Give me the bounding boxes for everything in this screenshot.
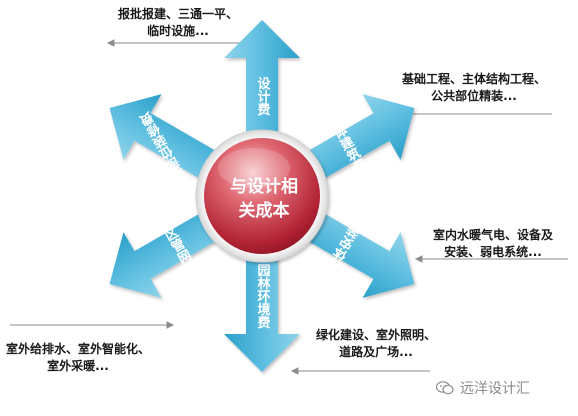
leader-bottom [290, 367, 430, 375]
arrow-design-fee [224, 20, 300, 144]
desc-lower-left: 室外给排水、室外智能化、 室外采暖... [6, 341, 150, 375]
watermark: 远洋设计汇 [436, 378, 530, 398]
desc-lower-left-line1: 室外给排水、室外智能化、 [6, 342, 151, 356]
leader-lower-left [10, 321, 175, 329]
desc-upper-right-line2: 公共部位精装... [431, 89, 517, 103]
watermark-text: 远洋设计汇 [460, 381, 530, 397]
desc-bottom: 绿化建设、室外照明、 道路及广场... [316, 327, 436, 361]
wechat-icon [436, 381, 454, 395]
label-landscape-fee: 园林环境费 [255, 264, 271, 330]
desc-right: 室内水暖气电、设备及 安装、弱电系统... [433, 227, 553, 261]
desc-bottom-line1: 绿化建设、室外照明、 [316, 328, 437, 342]
desc-right-line2: 安装、弱电系统... [444, 245, 542, 259]
desc-upper-right: 基础工程、主体结构工程、 公共部位精装... [402, 71, 546, 105]
center-title-line1: 与设计相 [230, 176, 298, 197]
arrow-landscape-fee [224, 248, 300, 372]
desc-bottom-line2: 道路及广场... [339, 345, 413, 359]
desc-top: 报批报建、三通一平、 临时设施... [118, 6, 238, 40]
leader-top [106, 39, 246, 47]
desc-upper-right-line1: 基础工程、主体结构工程、 [402, 72, 547, 86]
arrow-community-pipe-fee [109, 208, 225, 298]
arrow-main-building-fee [299, 94, 415, 184]
center-title-line2: 关成本 [239, 200, 290, 221]
arrow-main-install-fee [299, 208, 415, 298]
desc-right-line1: 室内水暖气电、设备及 [433, 228, 554, 242]
desc-top-line2: 临时设施... [147, 24, 209, 38]
desc-top-line1: 报批报建、三通一平、 [118, 7, 239, 21]
desc-lower-left-line2: 室外采暖... [47, 359, 109, 373]
leader-right [414, 255, 568, 263]
center-circle: 与设计相 关成本 [195, 129, 329, 263]
label-design-fee: 设计费 [255, 77, 271, 117]
arrow-public-decoration-fee [109, 94, 225, 184]
